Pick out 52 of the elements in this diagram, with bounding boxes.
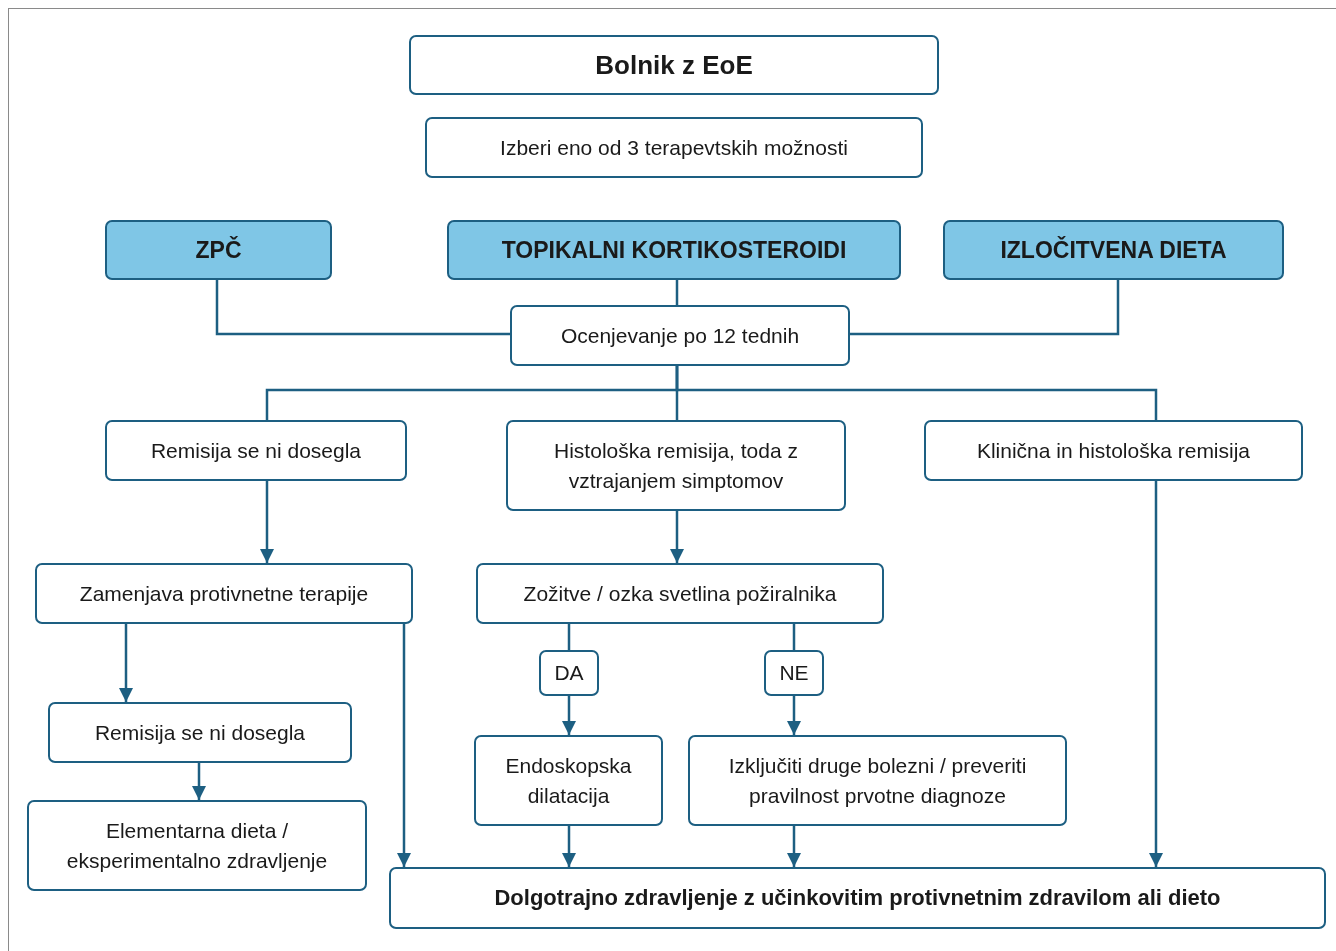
connector-line [215, 280, 510, 336]
connector-line [787, 826, 801, 867]
process-box [924, 420, 1303, 481]
connector-line [397, 624, 411, 867]
node-text: Bolnik z EoE [595, 48, 753, 82]
connector-line [562, 826, 576, 867]
process-box [476, 563, 884, 624]
node-text: Elementarna dieta / eksperimentalno zdravljenje [65, 818, 329, 874]
node-text: ZPČ [195, 235, 242, 265]
node-text: Izključiti druge bolezni / preveriti pravilnost prvotne diagnoze [727, 753, 1028, 809]
node-text: Remisija se ni dosegla [150, 437, 362, 464]
process-box [425, 117, 923, 178]
process-box [35, 563, 413, 624]
process-box [688, 735, 1067, 826]
therapy-box [105, 220, 332, 280]
process-box [27, 800, 367, 891]
connector-line [675, 280, 679, 305]
process-box [48, 702, 352, 763]
connector-line [850, 280, 1120, 336]
therapy-box [447, 220, 901, 280]
process-box [389, 867, 1326, 929]
therapy-box [943, 220, 1284, 280]
connector-line [787, 696, 801, 735]
node-text: Zamenjava protivnetne terapije [79, 580, 369, 607]
process-box [510, 305, 850, 366]
connector-line [260, 481, 274, 563]
connector-line [192, 763, 206, 800]
connector-line [670, 511, 684, 563]
process-box [506, 420, 846, 511]
node-text: TOPIKALNI KORTIKOSTEROIDI [501, 235, 847, 265]
node-text: Histološka remisija, toda z vztrajanjem simptomov [553, 438, 799, 494]
node-text: Remisija se ni dosegla [94, 719, 306, 746]
connector-line [1149, 481, 1163, 867]
connector-line [675, 366, 1158, 420]
node-text: Klinična in histološka remisija [976, 437, 1251, 464]
node-text: Endoskopska dilatacija [504, 753, 633, 809]
connector-line [119, 624, 133, 702]
node-text: Izberi eno od 3 terapevtskih možnosti [500, 134, 848, 161]
node-text: Dolgotrajno zdravljenje z učinkovitim protivnetnim zdravilom ali dieto [494, 883, 1221, 912]
connector-line [792, 624, 796, 650]
connector-line [567, 624, 571, 650]
process-box [474, 735, 663, 826]
node-text: DA [554, 660, 584, 687]
connector-line [562, 696, 576, 735]
node-text: NE [779, 660, 809, 687]
node-text: IZLOČITVENA DIETA [1000, 235, 1227, 265]
process-box [409, 35, 939, 95]
node-text: Ocenjevanje po 12 tednih [560, 322, 800, 349]
process-box [539, 650, 599, 696]
process-box [105, 420, 407, 481]
process-box [764, 650, 824, 696]
node-text: Zožitve / ozka svetlina požiralnika [523, 580, 837, 607]
